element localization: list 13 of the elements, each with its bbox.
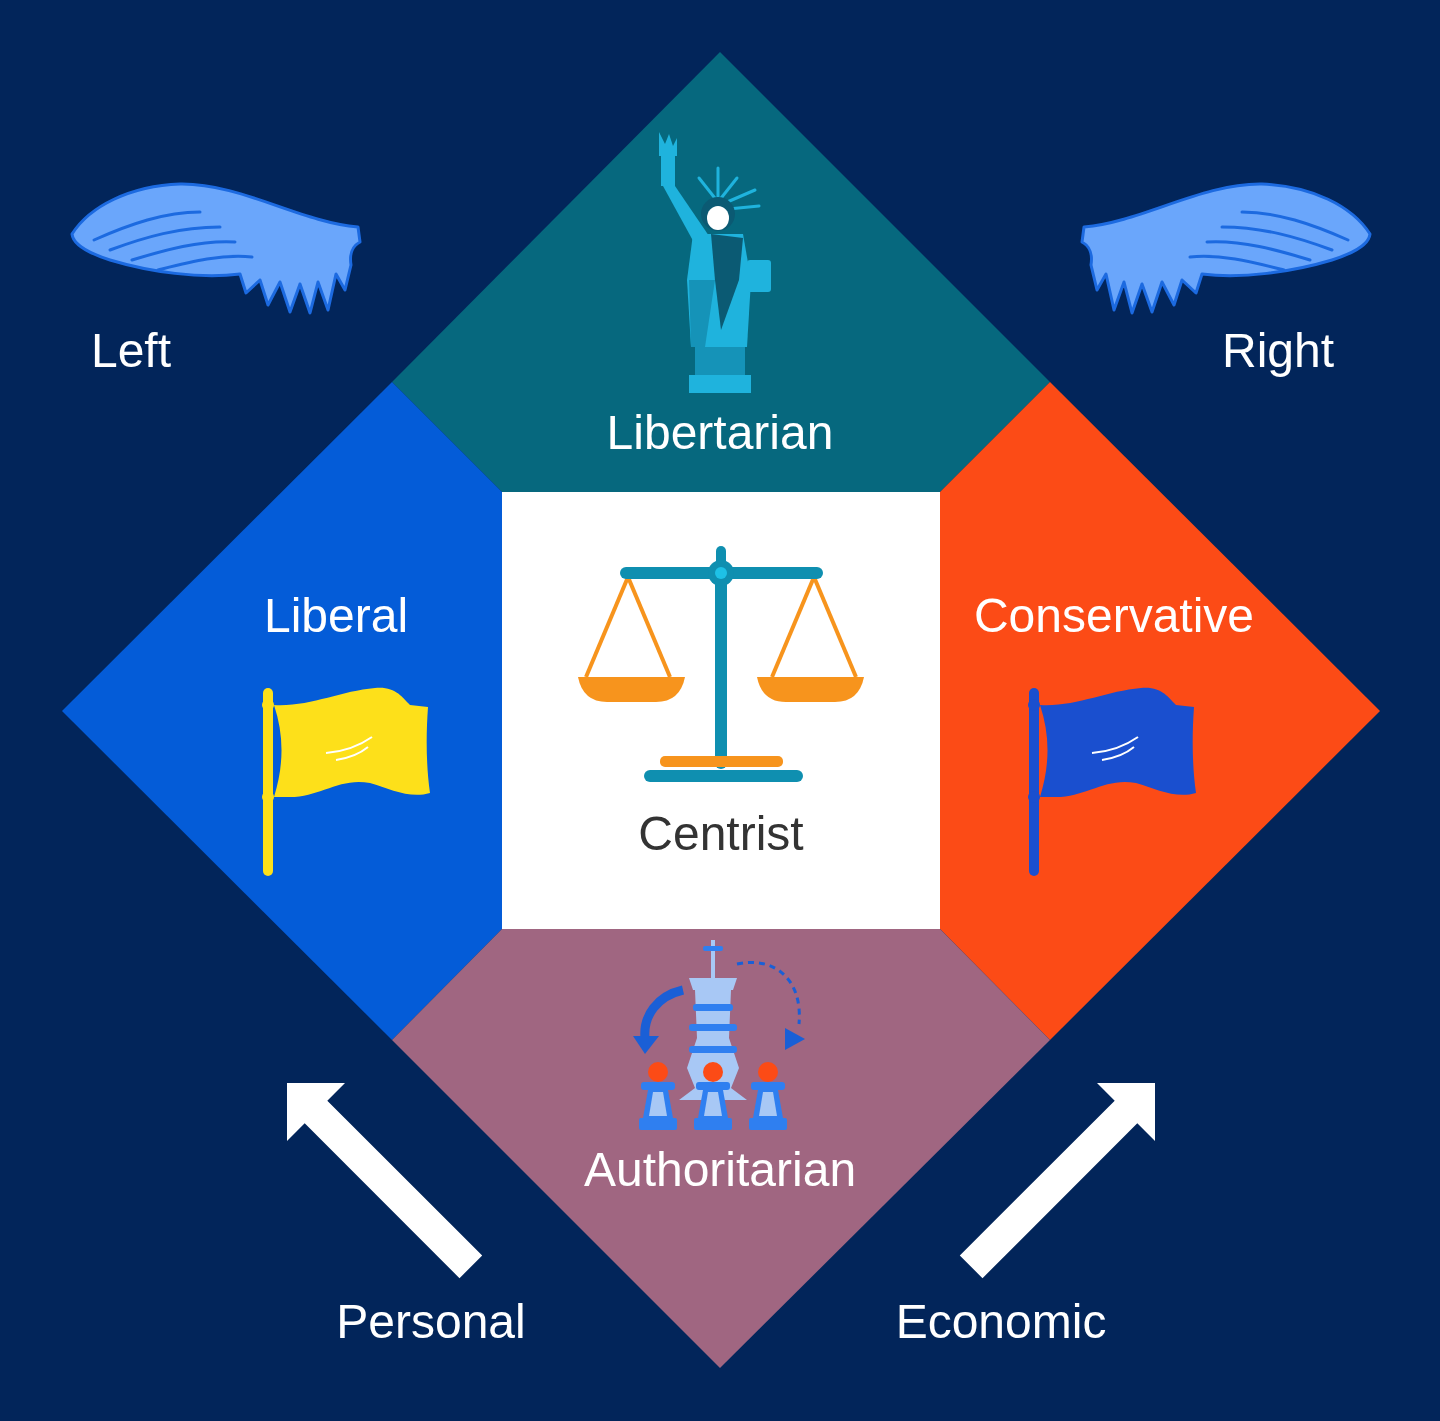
diamond-section bbox=[392, 52, 1050, 492]
diamond-section bbox=[62, 382, 502, 1040]
side-label: Left bbox=[90, 324, 172, 378]
section-label: Centrist bbox=[638, 807, 804, 861]
section-label: Conservative bbox=[973, 589, 1255, 643]
diamond-section bbox=[940, 382, 1380, 1040]
center-square bbox=[502, 492, 940, 929]
side-label: Right bbox=[1221, 324, 1335, 378]
section-label: Liberal bbox=[263, 589, 409, 643]
section-label: Libertarian bbox=[606, 406, 834, 460]
axis-label: Personal bbox=[336, 1295, 526, 1349]
section-label: Authoritarian bbox=[583, 1143, 857, 1197]
axis-label: Economic bbox=[895, 1295, 1107, 1349]
